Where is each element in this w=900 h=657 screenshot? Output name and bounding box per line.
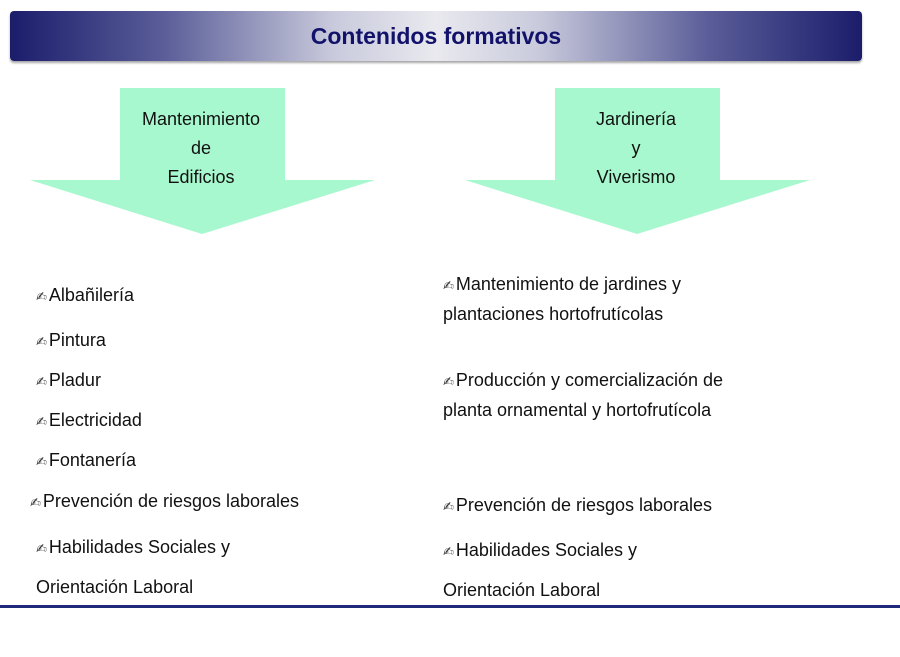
arrow-label-line: Jardinería	[595, 109, 677, 129]
writing-hand-icon: ✍	[30, 495, 41, 510]
list-item: ✍Pintura	[36, 330, 106, 350]
writing-hand-icon: ✍	[36, 414, 47, 429]
arrow-label-line: Mantenimiento	[141, 109, 261, 129]
writing-hand-icon: ✍	[443, 544, 454, 559]
writing-hand-icon: ✍	[36, 454, 47, 469]
writing-hand-icon: ✍	[443, 374, 454, 389]
writing-hand-icon: ✍	[36, 541, 47, 556]
list-item: ✍Prevención de riesgos laborales	[30, 491, 300, 511]
arrow-label-line: de	[190, 138, 212, 158]
list-item: ✍Producción y comercialización de planta…	[443, 370, 724, 420]
list-item: ✍Mantenimiento de jardines y plantacione…	[443, 274, 682, 324]
list-item-continuation: Orientación Laboral	[36, 577, 194, 597]
writing-hand-icon: ✍	[36, 374, 47, 389]
list-item: ✍Electricidad	[36, 410, 142, 430]
arrow-label-line: y	[631, 138, 641, 158]
list-item: ✍Prevención de riesgos laborales	[443, 495, 713, 515]
list-item-continuation: Orientación Laboral	[443, 580, 601, 600]
down-arrow-shape	[465, 88, 810, 234]
list-item: ✍Pladur	[36, 370, 101, 390]
arrow-jardineria-viverismo: Jardinería y Viverismo	[465, 88, 810, 234]
divider-line	[0, 605, 900, 608]
arrow-label: Mantenimiento de Edificios	[112, 105, 290, 192]
arrow-label: Jardinería y Viverismo	[547, 105, 725, 192]
writing-hand-icon: ✍	[443, 499, 454, 514]
list-item: ✍Albañilería	[36, 285, 134, 305]
list-item: ✍Fontanería	[36, 450, 136, 470]
arrow-label-line: Edificios	[167, 167, 235, 187]
writing-hand-icon: ✍	[36, 289, 47, 304]
page-title: Contenidos formativos	[310, 23, 562, 49]
writing-hand-icon: ✍	[36, 334, 47, 349]
down-arrow-shape	[30, 88, 375, 234]
arrow-label-line: Viverismo	[596, 167, 676, 187]
list-item: ✍Habilidades Sociales y	[36, 537, 231, 557]
writing-hand-icon: ✍	[443, 278, 454, 293]
arrow-mantenimiento-edificios: Mantenimiento de Edificios	[30, 88, 375, 234]
title-banner: Contenidos formativos	[10, 11, 862, 61]
list-item: ✍Habilidades Sociales y	[443, 540, 638, 560]
